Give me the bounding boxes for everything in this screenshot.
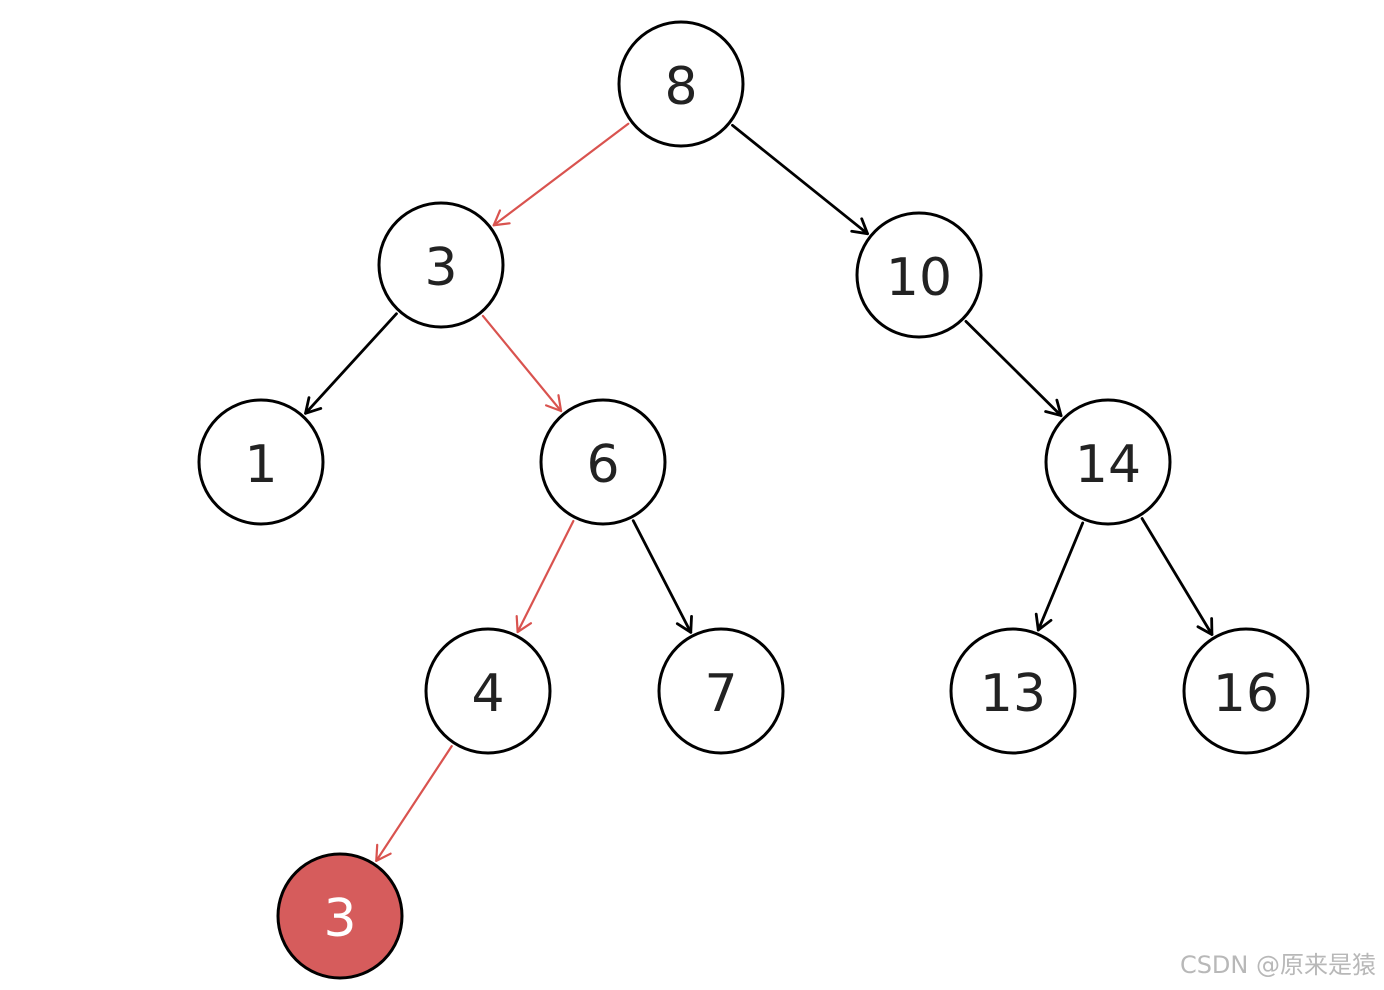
edge-n6-n7 [631,519,693,634]
arrowhead-icon [492,209,511,227]
node-circle [1182,627,1310,755]
arrowhead-icon [1196,617,1214,636]
node-label: 4 [471,664,504,724]
node-circle [377,201,505,329]
arrowhead-icon [850,217,869,236]
node-circle [424,627,552,755]
edge-n3-n1 [304,312,398,415]
node-circle [855,211,983,339]
node-label: 1 [244,435,277,495]
node-label: 13 [980,664,1046,724]
edge-n8-n10 [731,123,869,236]
arrowhead-icon [515,614,533,634]
arrowhead-icon [375,843,392,862]
tree-node: 16 [1182,627,1310,755]
tree-node: 13 [949,627,1077,755]
arrowhead-icon [304,396,323,415]
edge-n10-n14 [964,320,1063,417]
node-label: 3 [424,238,457,298]
tree-node: 7 [657,627,785,755]
edge-n8-n3 [492,122,630,227]
arrowhead-icon [1044,398,1063,417]
node-label: 16 [1213,664,1279,724]
node-label: 7 [704,664,737,724]
node-circle [539,398,667,526]
node-circle [1044,398,1172,526]
arrowhead-icon [544,394,563,413]
tree-node: 8 [617,20,745,148]
tree-node: 10 [855,211,983,339]
arrowhead-icon [1034,612,1053,632]
edge-n3-n6 [481,314,563,413]
tree-node: 4 [424,627,552,755]
node-circle [197,398,325,526]
tree-node: 1 [197,398,325,526]
node-label: 14 [1075,435,1141,495]
node-label: 6 [586,435,619,495]
node-label: 3 [323,889,356,949]
edge-n6-n4 [515,519,575,634]
tree-node: 14 [1044,398,1172,526]
node-circle [617,20,745,148]
edge-n14-n16 [1140,517,1214,636]
edge-n14-n13 [1034,521,1085,632]
node-circle [949,627,1077,755]
watermark-text: CSDN @原来是猿 [1179,951,1376,979]
edges-layer [304,122,1214,862]
node-circle [657,627,785,755]
node-circle [276,852,404,980]
edge-n4-nnew [375,745,453,862]
tree-node: 3 [377,201,505,329]
arrowhead-icon [675,614,693,634]
node-label: 8 [664,57,697,117]
node-label: 10 [886,248,952,308]
tree-node: 6 [539,398,667,526]
tree-node-inserted: 3 [276,852,404,980]
